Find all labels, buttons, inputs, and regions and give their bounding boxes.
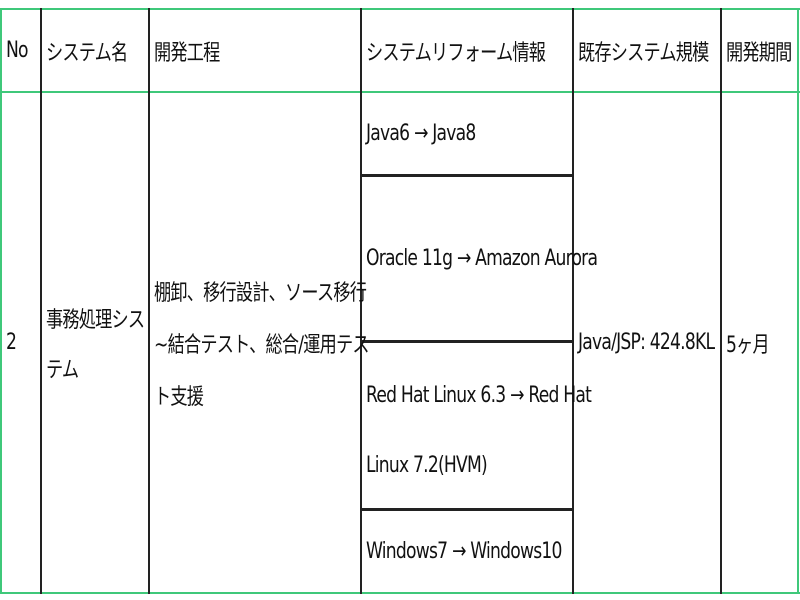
process-line-1: 棚卸、移行設計、ソース移行 [154, 280, 367, 306]
header-system-name-text: システム名 [46, 40, 128, 66]
header-process: 開発工程 [150, 10, 360, 91]
reform-item-oracle-text: Oracle 11g → Amazon Aurora [366, 246, 598, 271]
system-name-line-1: 事務処理シス [46, 307, 145, 333]
reform-item-linux-line-2: Linux 7.2(HVM) [366, 453, 488, 478]
reform-item-windows: Windows7 → Windows10 [362, 511, 572, 592]
row-no: 2 [2, 93, 40, 592]
existing-scale-text: Java/JSP: 424.8KL [578, 330, 715, 355]
col-divider-4 [572, 8, 574, 594]
col-divider-5 [720, 8, 722, 594]
header-period: 開発期間 [722, 10, 797, 91]
period-text: 5ヶ月 [726, 332, 770, 358]
system-name-line-2: テム [46, 357, 79, 383]
header-process-text: 開発工程 [154, 40, 220, 66]
header-no-text: No [6, 38, 29, 63]
header-period-text: 開発期間 [726, 40, 792, 66]
header-reform-info: システムリフォーム情報 [362, 10, 572, 91]
header-bottom-border [0, 91, 800, 93]
reform-item-java-text: Java6 → Java8 [366, 121, 476, 146]
reform-divider-3 [360, 508, 572, 511]
col-divider-2 [148, 8, 150, 594]
header-reform-info-text: システムリフォーム情報 [366, 40, 546, 66]
reform-item-java: Java6 → Java8 [362, 93, 572, 174]
row-no-text: 2 [6, 330, 17, 355]
col-divider-3 [360, 8, 362, 594]
row-existing-scale: Java/JSP: 424.8KL [574, 93, 720, 592]
header-no: No [2, 10, 40, 91]
reform-divider-2 [360, 340, 572, 343]
header-system-name: システム名 [42, 10, 148, 91]
row-process: 棚卸、移行設計、ソース移行 ~結合テスト、総合/運用テス ト支援 [150, 93, 370, 592]
header-existing-scale-text: 既存システム規模 [578, 40, 709, 66]
reform-divider-1 [360, 174, 572, 177]
col-divider-1 [40, 8, 42, 594]
table-bottom-border [0, 592, 800, 594]
header-existing-scale: 既存システム規模 [574, 10, 720, 91]
process-line-2: ~結合テスト、総合/運用テス [154, 332, 370, 358]
table-top-border [0, 8, 800, 10]
process-line-3: ト支援 [154, 384, 204, 410]
row-system-name: 事務処理シス テム [42, 93, 148, 592]
reform-item-windows-text: Windows7 → Windows10 [366, 539, 562, 564]
reform-item-linux-line-1: Red Hat Linux 6.3 → Red Hat [366, 383, 592, 408]
reform-item-linux: Red Hat Linux 6.3 → Red Hat Linux 7.2(HV… [362, 343, 592, 508]
table-right-border [797, 8, 799, 594]
reform-item-oracle: Oracle 11g → Amazon Aurora [362, 177, 598, 340]
table-left-border [0, 8, 2, 594]
row-period: 5ヶ月 [722, 93, 797, 592]
